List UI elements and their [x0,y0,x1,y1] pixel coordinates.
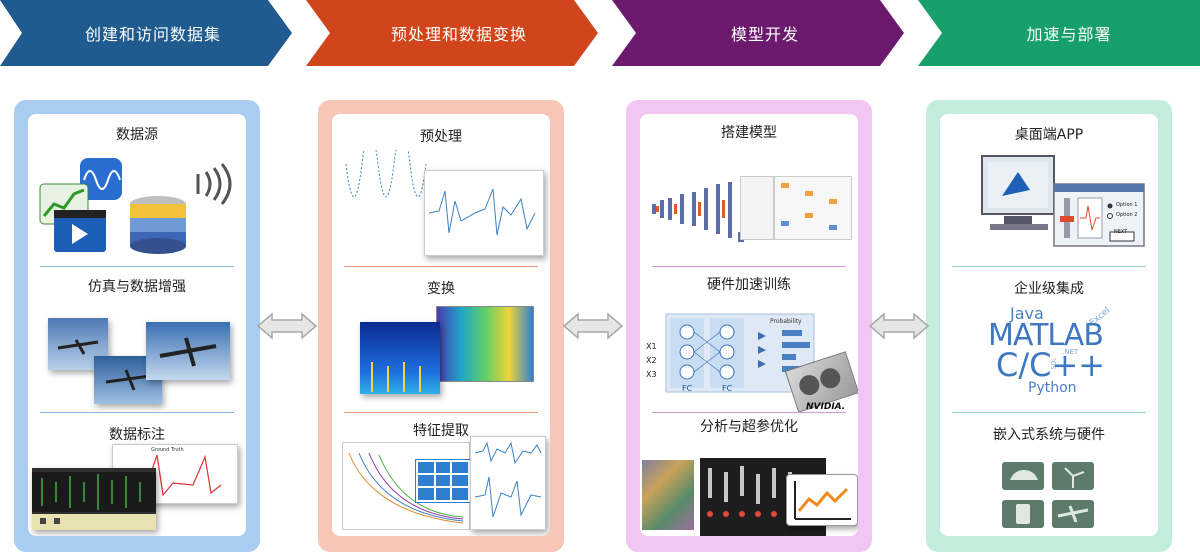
scalogram-plot [360,322,440,394]
app-option-1: Option 1 [1116,202,1138,208]
panel-preprocessing: 预处理 变换 特征提取 [318,100,564,552]
raw-signal-plot [342,130,430,244]
section-divider [952,266,1146,267]
double-arrow-3-4 [868,312,930,340]
section-divider [344,412,538,413]
section-divider [652,266,846,267]
language-sql: SQL [1050,357,1058,370]
performance-chart-icon [786,474,858,526]
nvidia-logo: NVIDIA. [806,402,846,412]
desktop-app-illustration [981,155,1145,247]
stage-banner [0,0,1200,66]
input-label: X1 [646,342,657,351]
ground-truth-label: Ground Truth [151,447,184,453]
image-patches [642,460,694,530]
stage-chevron-3 [612,0,904,66]
language-matlab: MATLAB [988,318,1104,353]
language-java: Java [1010,304,1044,323]
panel-model-development: 搭建模型 硬件加速训练 X1 X2 X3 Probability FC FC [626,100,872,552]
section-title: 预处理 [420,129,462,145]
input-label: X2 [646,356,657,365]
stage-label-3: 模型开发 [730,25,799,44]
section-divider [40,412,234,413]
section-title: 分析与超参优化 [700,419,798,435]
stage-chevron-2 [306,0,598,66]
section-title: 特征提取 [413,423,469,439]
section-divider [652,412,846,413]
section-title: 仿真与数据增强 [88,279,186,295]
panel-data: 数据源 仿真与数据增强 [14,100,260,552]
spectrogram-plot [436,306,534,382]
double-arrow-1-2 [256,312,318,340]
airplane-photo [146,322,230,380]
input-label: X3 [646,370,657,379]
section-title: 桌面端APP [1014,127,1084,143]
language-net: .NET [1062,348,1079,356]
stage-label-4: 加速与部署 [1026,25,1112,44]
section-divider [952,412,1146,413]
section-title: 硬件加速训练 [707,277,791,293]
language-python: Python [1028,380,1077,396]
language-cpp: C/C++ [996,346,1106,384]
filtered-signal-plot [424,170,544,256]
embedded-hardware-icons [1002,462,1094,528]
section-title: 企业级集成 [1014,281,1084,297]
section-title: 嵌入式系统与硬件 [993,427,1105,443]
data-source-icons [39,158,232,254]
double-arrow-2-3 [562,312,624,340]
section-title: 数据标注 [109,427,165,443]
probability-label: Probability [770,318,802,325]
gpu-card-image [784,351,858,413]
database-icon [130,196,186,254]
section-divider [40,266,234,267]
layer-graph-panel [774,176,852,240]
section-title: 搭建模型 [721,125,777,141]
stage-label-1: 创建和访问数据集 [84,25,221,44]
stage-label-2: 预处理和数据变换 [390,25,527,44]
section-divider [344,266,538,267]
stage-chevron-1 [0,0,292,66]
section-title: 变换 [427,281,455,297]
stage-chevron-4 [918,0,1200,66]
signal-labeler-app [32,468,156,530]
feature-table-icon [416,460,470,502]
panel-deployment: 桌面端APP Option 1 Option 2 NEXT 企业级集成 Java… [926,100,1172,552]
app-option-2: Option 2 [1116,212,1138,218]
waveform-app-icon [80,158,122,200]
fc-label: FC [682,384,693,393]
layer-list-panel [740,176,774,240]
feature-signal-plot [470,436,546,530]
wireless-signal-icon [196,163,232,205]
app-next-button: NEXT [1114,229,1128,235]
fc-label: FC [722,384,733,393]
network-architecture-diagram [652,182,744,242]
input-labels: X1 X2 X3 [646,340,657,382]
section-title: 数据源 [116,127,158,143]
